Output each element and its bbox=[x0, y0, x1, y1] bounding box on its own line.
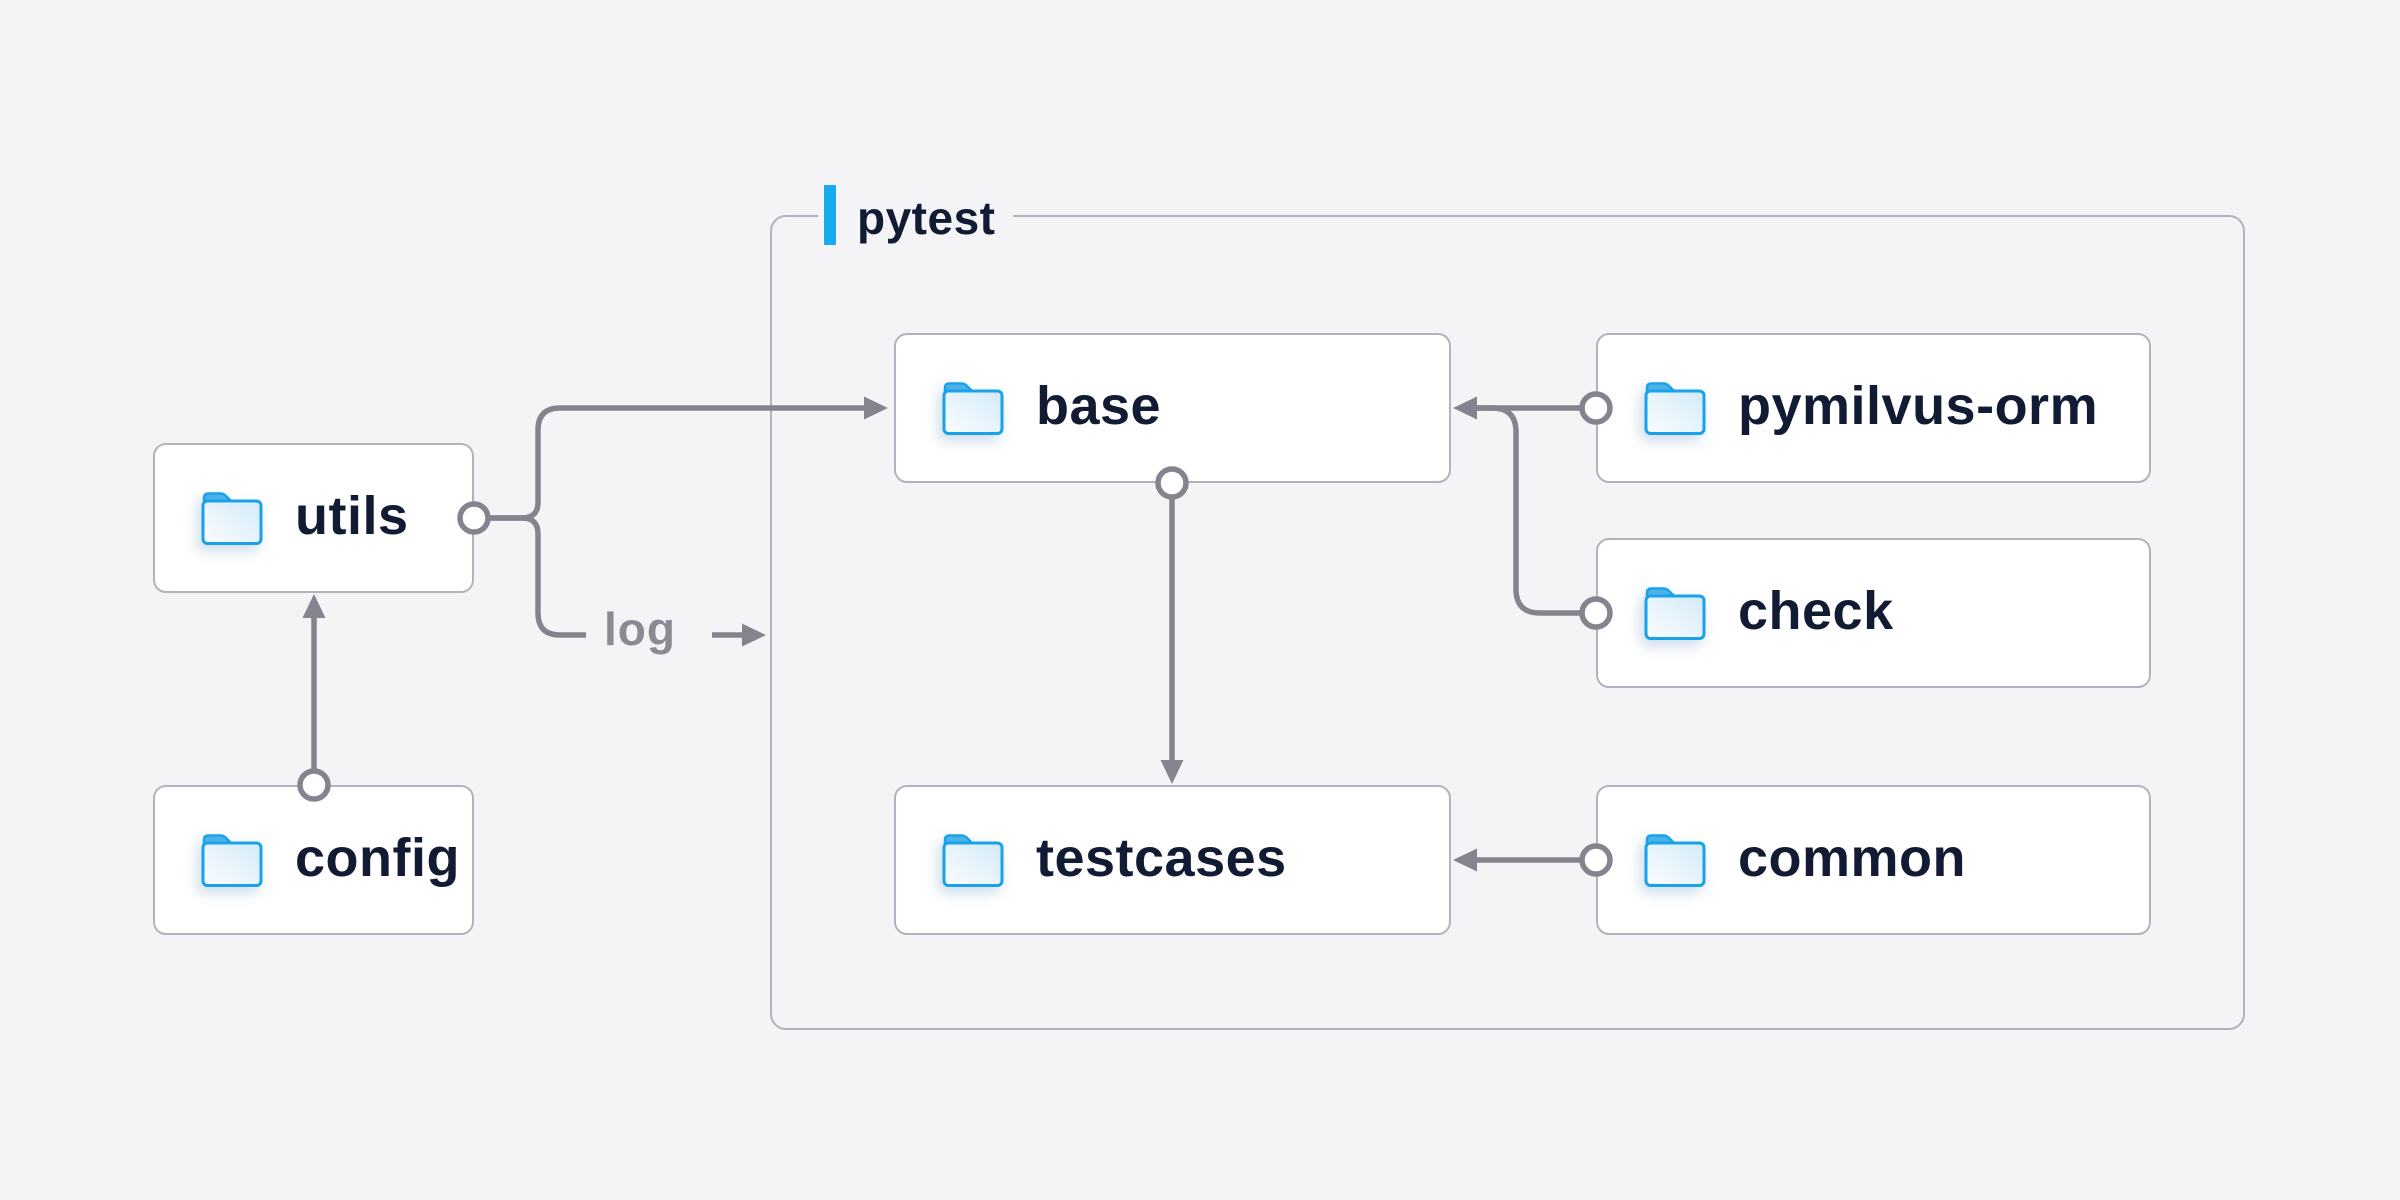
folder-icon bbox=[1644, 834, 1706, 887]
node-check[interactable]: check bbox=[1596, 538, 2151, 688]
folder-icon bbox=[201, 834, 263, 887]
node-label: utils bbox=[295, 486, 409, 546]
node-testcases[interactable]: testcases bbox=[894, 785, 1451, 935]
arrowhead-right-icon bbox=[742, 623, 766, 647]
folder-icon bbox=[942, 382, 1004, 435]
arrowhead-up-icon bbox=[302, 594, 326, 618]
edge-utils-log bbox=[488, 515, 586, 638]
pytest-group-box bbox=[770, 215, 2245, 1030]
folder-icon bbox=[201, 492, 263, 545]
node-pymilvus-orm[interactable]: pymilvus-orm bbox=[1596, 333, 2151, 483]
node-base[interactable]: base bbox=[894, 333, 1451, 483]
pytest-group-label: pytest bbox=[818, 183, 1014, 247]
node-common[interactable]: common bbox=[1596, 785, 2151, 935]
node-label: common bbox=[1738, 828, 1967, 888]
node-label: pymilvus-orm bbox=[1738, 376, 2099, 436]
node-config[interactable]: config bbox=[153, 785, 474, 935]
accent-bar-icon bbox=[824, 185, 836, 245]
folder-icon bbox=[942, 834, 1004, 887]
node-label: base bbox=[1036, 376, 1162, 436]
folder-icon bbox=[1644, 587, 1706, 640]
edge-label-log: log bbox=[604, 603, 676, 655]
node-label: config bbox=[295, 828, 460, 888]
node-utils[interactable]: utils bbox=[153, 443, 474, 593]
node-label: check bbox=[1738, 581, 1894, 641]
group-label-text: pytest bbox=[857, 192, 996, 244]
node-label: testcases bbox=[1036, 828, 1287, 888]
folder-icon bbox=[1644, 382, 1706, 435]
